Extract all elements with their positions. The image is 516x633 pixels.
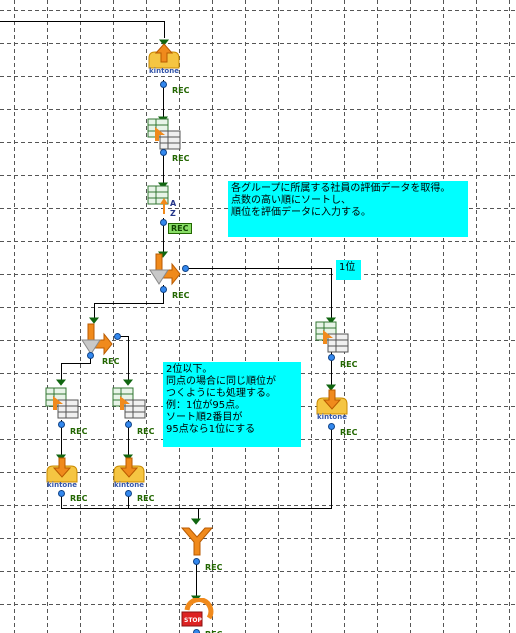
rec-label: REC [172,291,190,300]
output-port-right[interactable] [182,265,189,272]
kintone-node-left[interactable]: kintone [44,456,80,492]
kintone-node-mid[interactable]: kintone [111,456,147,492]
table-sort-icon: A Z [147,185,177,218]
data-convert-node-1[interactable] [146,117,182,153]
rec-label: REC [168,223,192,234]
rec-label: REC [205,630,223,633]
kintone-node-first[interactable]: kintone [314,388,350,424]
rec-label: REC [137,494,155,503]
output-port[interactable] [193,558,200,565]
kintone-caption: kintone [149,67,179,75]
rec-label: REC [340,428,358,437]
sort-node[interactable]: A Z [146,184,182,220]
output-port[interactable] [160,81,167,88]
output-port[interactable] [87,352,94,359]
comment-main[interactable]: 各グループに所属する社員の評価データを取得。 点数の高い順にソートし、 順位を評… [228,181,468,237]
output-port-right[interactable] [114,333,121,340]
kintone-get-node[interactable]: kintone [146,42,182,78]
kintone-download-icon [316,389,348,415]
condition-node-2[interactable] [78,322,114,358]
comment-second-and-below[interactable]: 2位以下。 同点の場合に同じ順位が つくようにも処理する。 例：1位が95点。 … [163,362,301,447]
kintone-download-icon [46,457,78,483]
kintone-caption: kintone [47,481,77,489]
stop-node[interactable]: STOP [179,598,215,633]
table-convert-icon [45,387,79,419]
kintone-caption: kintone [317,413,347,421]
branch-icon [81,323,113,356]
output-port[interactable] [193,629,200,633]
kintone-download-icon [113,457,145,483]
rec-label: REC [102,357,120,366]
rec-label: REC [172,86,190,95]
rec-label: REC [205,563,223,572]
output-port[interactable] [160,149,167,156]
rec-label: REC [70,427,88,436]
output-port[interactable] [58,421,65,428]
condition-node-1[interactable] [146,252,182,288]
rec-label: REC [70,494,88,503]
output-port[interactable] [160,219,167,226]
rec-label: REC [172,154,190,163]
rec-label: REC [340,360,358,369]
table-convert-icon [315,321,349,353]
comment-first-place[interactable]: 1位 [336,260,361,280]
table-convert-icon [147,118,181,150]
output-port[interactable] [125,490,132,497]
data-convert-node-mid[interactable] [111,386,147,422]
merge-icon [180,527,214,556]
rec-label: REC [137,427,155,436]
output-port[interactable] [160,286,167,293]
merge-node[interactable] [179,523,215,559]
data-convert-node-first[interactable] [314,320,350,356]
output-port[interactable] [58,490,65,497]
svg-text:A: A [170,199,177,208]
kintone-upload-icon [148,43,180,69]
output-port[interactable] [328,423,335,430]
svg-text:Z: Z [170,209,176,218]
branch-icon [149,253,181,286]
output-port[interactable] [125,421,132,428]
table-convert-icon [112,387,146,419]
kintone-caption: kintone [114,481,144,489]
stop-icon: STOP [181,598,214,627]
data-convert-node-left[interactable] [44,386,80,422]
output-port[interactable] [328,354,335,361]
svg-text:STOP: STOP [184,617,203,624]
